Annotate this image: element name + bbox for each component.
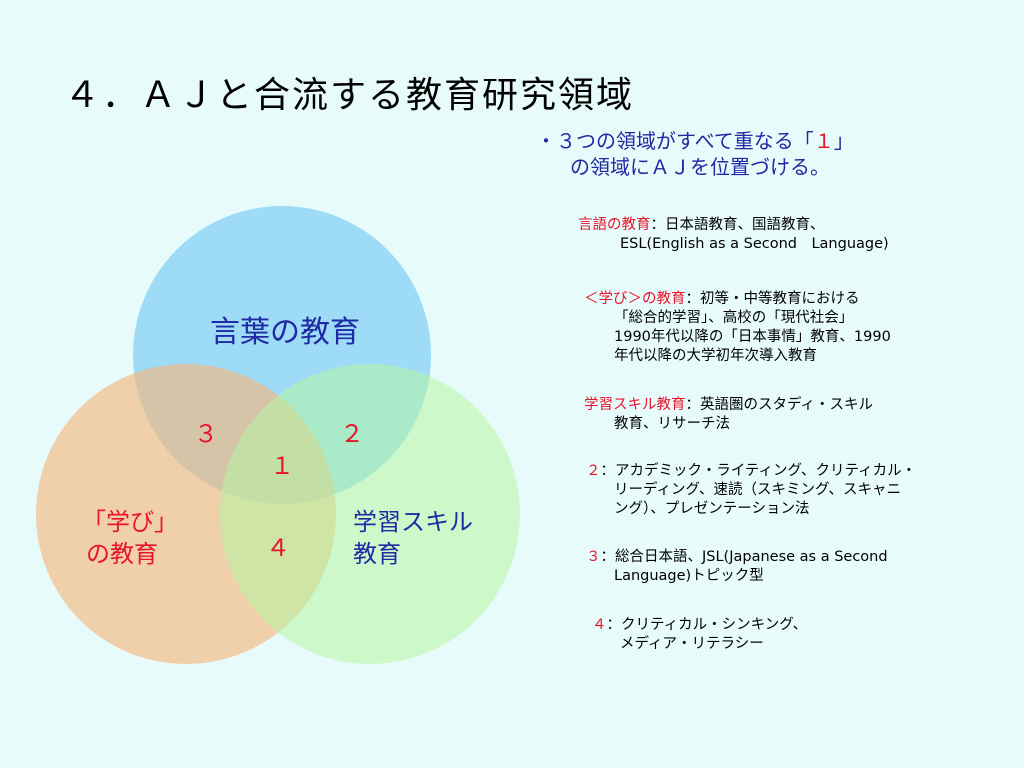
- desc-line: ング）、プレゼンテーション法: [614, 501, 810, 517]
- desc-heading: 学習スキル教育: [584, 397, 686, 413]
- lead-line-1-number: １: [813, 129, 834, 153]
- label-skills-line-1: 学習スキル: [353, 508, 473, 536]
- region-number-4: ４: [266, 534, 290, 562]
- lead-statement: ・３つの領域がすべて重なる「１」 の領域にＡＪを位置づける。: [536, 128, 1006, 180]
- desc-heading: 言語の教育: [578, 217, 651, 233]
- desc-line: 1990年代以降の「日本事情」教育、1990: [614, 329, 891, 345]
- desc-line: ：アカデミック・ライティング、クリティカル・: [600, 463, 917, 479]
- lead-line-1: ・３つの領域がすべて重なる「１」: [536, 128, 1006, 154]
- desc-line: ：クリティカル・シンキング、: [606, 617, 808, 633]
- label-learning-line-2: の教育: [86, 540, 158, 568]
- circle-study-skills-education: [220, 364, 520, 664]
- desc-language-education: 言語の教育：日本語教育、国語教育、 ESL(English as a Secon…: [578, 216, 889, 254]
- desc-heading: ４: [592, 617, 607, 633]
- desc-line: ：英語圏のスタディ・スキル: [685, 397, 873, 413]
- desc-line: ：総合日本語、JSL(Japanese as a Second: [600, 549, 888, 565]
- desc-line: 「総合的学習」、高校の「現代社会」: [614, 310, 854, 326]
- lead-line-2: の領域にＡＪを位置づける。: [570, 155, 830, 179]
- desc-heading: ３: [586, 549, 601, 565]
- lead-line-1-prefix: ・３つの領域がすべて重なる「: [536, 129, 814, 153]
- lead-line-1-suffix: 」: [833, 129, 854, 153]
- desc-region-2: ２：アカデミック・ライティング、クリティカル・ リーディング、速読（スキミング、…: [586, 462, 916, 519]
- desc-line: メディア・リテラシー: [620, 636, 764, 652]
- label-skills-line-2: 教育: [353, 540, 401, 568]
- label-language-education: 言葉の教育: [210, 315, 360, 350]
- desc-line: 年代以降の大学初年次導入教育: [614, 348, 817, 364]
- desc-learning-education: ＜学び＞の教育：初等・中等教育における 「総合的学習」、高校の「現代社会」 19…: [584, 290, 891, 366]
- region-number-3: ３: [194, 420, 218, 448]
- desc-line: Language)トピック型: [614, 568, 764, 584]
- desc-region-3: ３：総合日本語、JSL(Japanese as a Second Languag…: [586, 548, 888, 586]
- region-number-2: ２: [340, 420, 364, 448]
- desc-heading: ２: [586, 463, 601, 479]
- desc-line: 教育、リサーチ法: [614, 416, 730, 432]
- desc-region-4: ４：クリティカル・シンキング、 メディア・リテラシー: [592, 616, 807, 654]
- desc-line: ESL(English as a Second Language): [620, 236, 889, 252]
- desc-line: リーディング、速読（スキミング、スキャニ: [614, 482, 901, 498]
- label-learning-line-1: 「学び」: [82, 508, 178, 536]
- venn-diagram: 言葉の教育 「学び」 の教育 学習スキル 教育 １ ２ ３ ４: [36, 206, 520, 664]
- desc-heading: ＜学び＞の教育: [584, 291, 686, 307]
- desc-line: ：日本語教育、国語教育、: [650, 217, 825, 233]
- desc-line: ：初等・中等教育における: [685, 291, 860, 307]
- desc-study-skills-education: 学習スキル教育：英語圏のスタディ・スキル 教育、リサーチ法: [584, 396, 873, 434]
- slide-title: ４．ＡＪと合流する教育研究領域: [64, 75, 635, 116]
- region-number-1: １: [270, 452, 294, 480]
